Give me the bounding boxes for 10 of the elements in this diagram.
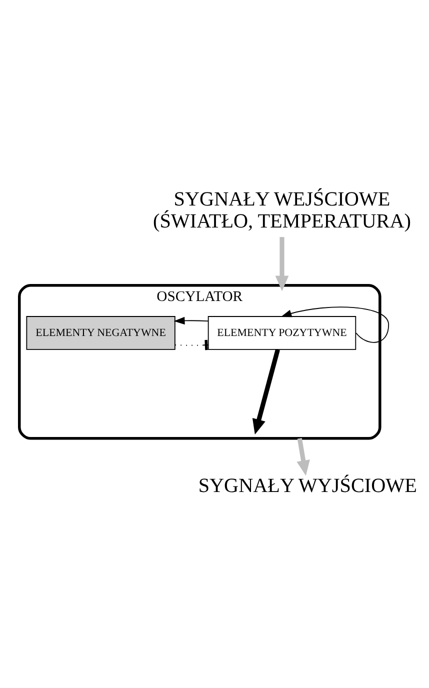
node-text: SYGNAŁY WEJŚCIOWE (ŚWIATŁO, TEMPERATURA) [153, 188, 411, 232]
connector [174, 339, 209, 350]
node-box: ELEMENTY POZYTYWNE [208, 316, 356, 350]
arrow [174, 316, 209, 324]
node-box: ELEMENTY NEGATYWNE [26, 316, 176, 350]
arrow [280, 306, 390, 342]
arrow [275, 236, 289, 291]
arrow [252, 348, 280, 434]
node-text: SYGNAŁY WYJŚCIOWE [198, 474, 417, 496]
arrow [296, 438, 310, 476]
